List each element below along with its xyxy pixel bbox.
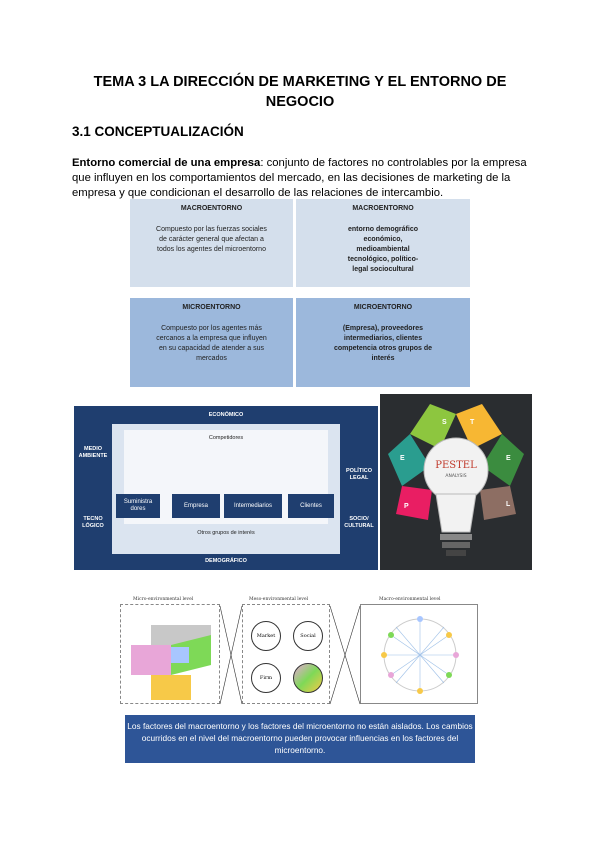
pestel-segment-l	[480, 486, 516, 520]
macro-factors-box: MACROENTORNO entorno demográfico económi…	[296, 199, 470, 287]
network-lines	[384, 619, 456, 691]
env-other-groups: Otros grupos de interés	[197, 530, 255, 536]
pestel-image: PESTEL ANALYSIS S T E E L P	[380, 394, 532, 570]
meso-level-panel: Meso-environmental level Market Social F…	[242, 597, 330, 704]
micro-level-panel: Micro-environmental level	[120, 597, 220, 704]
bulb-base-2	[442, 542, 470, 548]
chain-company: Empresa	[172, 494, 220, 518]
circle-social: Social	[293, 621, 323, 651]
pestel-title: PESTEL	[435, 460, 477, 471]
pestel-letter-t: T	[470, 419, 475, 426]
macro-level-panel: Macro-environmental level	[360, 597, 478, 704]
caption-box: Los factores del macroentorno y los fact…	[125, 715, 475, 763]
chain-clients: Clientes	[288, 494, 334, 518]
macro-level-title: Macro-environmental level	[379, 597, 441, 602]
chain-intermediaries: Intermediarios	[224, 494, 282, 518]
pestel-segment-s	[410, 404, 456, 449]
environment-boxes-figure: MACROENTORNO Compuesto por las fuerzas s…	[130, 199, 470, 387]
micro-factors-desc: (Empresa), proveedores intermediarios, c…	[333, 325, 433, 362]
micro-shape-pink	[131, 645, 171, 675]
definition-term: Entorno comercial de una empresa	[72, 157, 261, 169]
pestel-graphic: PESTEL ANALYSIS S T E E L P	[388, 404, 524, 556]
bulb-neck	[435, 493, 477, 533]
env-label-bottom: DEMOGRÁFICO	[205, 558, 247, 564]
macro-box-desc: Compuesto por las fuerzas sociales de ca…	[156, 226, 267, 253]
macro-network	[381, 616, 459, 694]
env-competitors: Competidores	[208, 435, 244, 441]
macro-description-box: MACROENTORNO Compuesto por las fuerzas s…	[130, 199, 293, 287]
env-label-top: ECONÓMICO	[208, 412, 244, 418]
macro-factors-title: MACROENTORNO	[352, 205, 414, 212]
micro-level-title: Micro-environmental level	[133, 597, 194, 602]
levels-figure: Micro-environmental level Meso-environme…	[120, 594, 478, 706]
env-label-left-bottom: TECNO LÓGICO	[82, 516, 104, 529]
micro-shape-green	[171, 635, 211, 675]
bulb-base-1	[440, 534, 472, 540]
pestel-letter-l: L	[506, 501, 511, 508]
definition-text: : conjunto de factores no controlables p…	[72, 157, 527, 199]
micro-level-chart	[131, 625, 211, 700]
circle-market: Market	[251, 621, 281, 651]
micro-factors-title: MICROENTORNO	[353, 304, 413, 311]
bulb-base-3	[446, 550, 466, 556]
micro-shape-blue	[171, 647, 189, 663]
definition-paragraph: Entorno comercial de una empresa: conjun…	[72, 156, 528, 201]
micro-shape-yellow	[151, 675, 191, 700]
macro-box-title: MACROENTORNO	[180, 205, 243, 212]
circle-micro-mini	[293, 663, 323, 693]
pestel-segment-e1	[388, 434, 430, 486]
pestel-letter-e1: E	[400, 455, 405, 462]
pestel-segment-p	[396, 486, 432, 520]
env-label-left-top: MEDIO AMBIENTE	[78, 446, 108, 459]
macro-factors-desc: entorno demográfico económico, medioambi…	[347, 226, 419, 273]
micro-description-box: MICROENTORNO Compuesto por los agentes m…	[130, 298, 293, 387]
network-nodes	[381, 616, 459, 694]
pestel-segment-e2	[482, 434, 524, 486]
micro-box-desc: Compuesto por los agentes más cercanos a…	[156, 325, 267, 362]
pestel-letter-e2: E	[506, 455, 511, 462]
section-heading: 3.1 CONCEPTUALIZACIÓN	[72, 124, 244, 139]
circle-firm: Firm	[251, 663, 281, 693]
meso-level-title: Meso-environmental level	[249, 597, 309, 602]
pestel-letter-s: S	[442, 419, 447, 426]
chain-suppliers: Suministra dores	[116, 494, 160, 518]
micro-box-title: MICROENTORNO	[182, 304, 241, 311]
pestel-letter-p: P	[404, 503, 409, 510]
micro-factors-box: MICROENTORNO (Empresa), proveedores inte…	[296, 298, 470, 387]
document-title: TEMA 3 LA DIRECCIÓN DE MARKETING Y EL EN…	[93, 74, 507, 110]
env-label-right-bottom: SOCIO/ CULTURAL	[344, 516, 374, 529]
environment-diagram: ECONÓMICO DEMOGRÁFICO MEDIO AMBIENTE TEC…	[74, 406, 378, 570]
pestel-segment-t	[456, 404, 502, 449]
env-label-right-top: POLÍTICO LEGAL	[346, 468, 372, 481]
pestel-subtitle: ANALYSIS	[445, 473, 466, 479]
